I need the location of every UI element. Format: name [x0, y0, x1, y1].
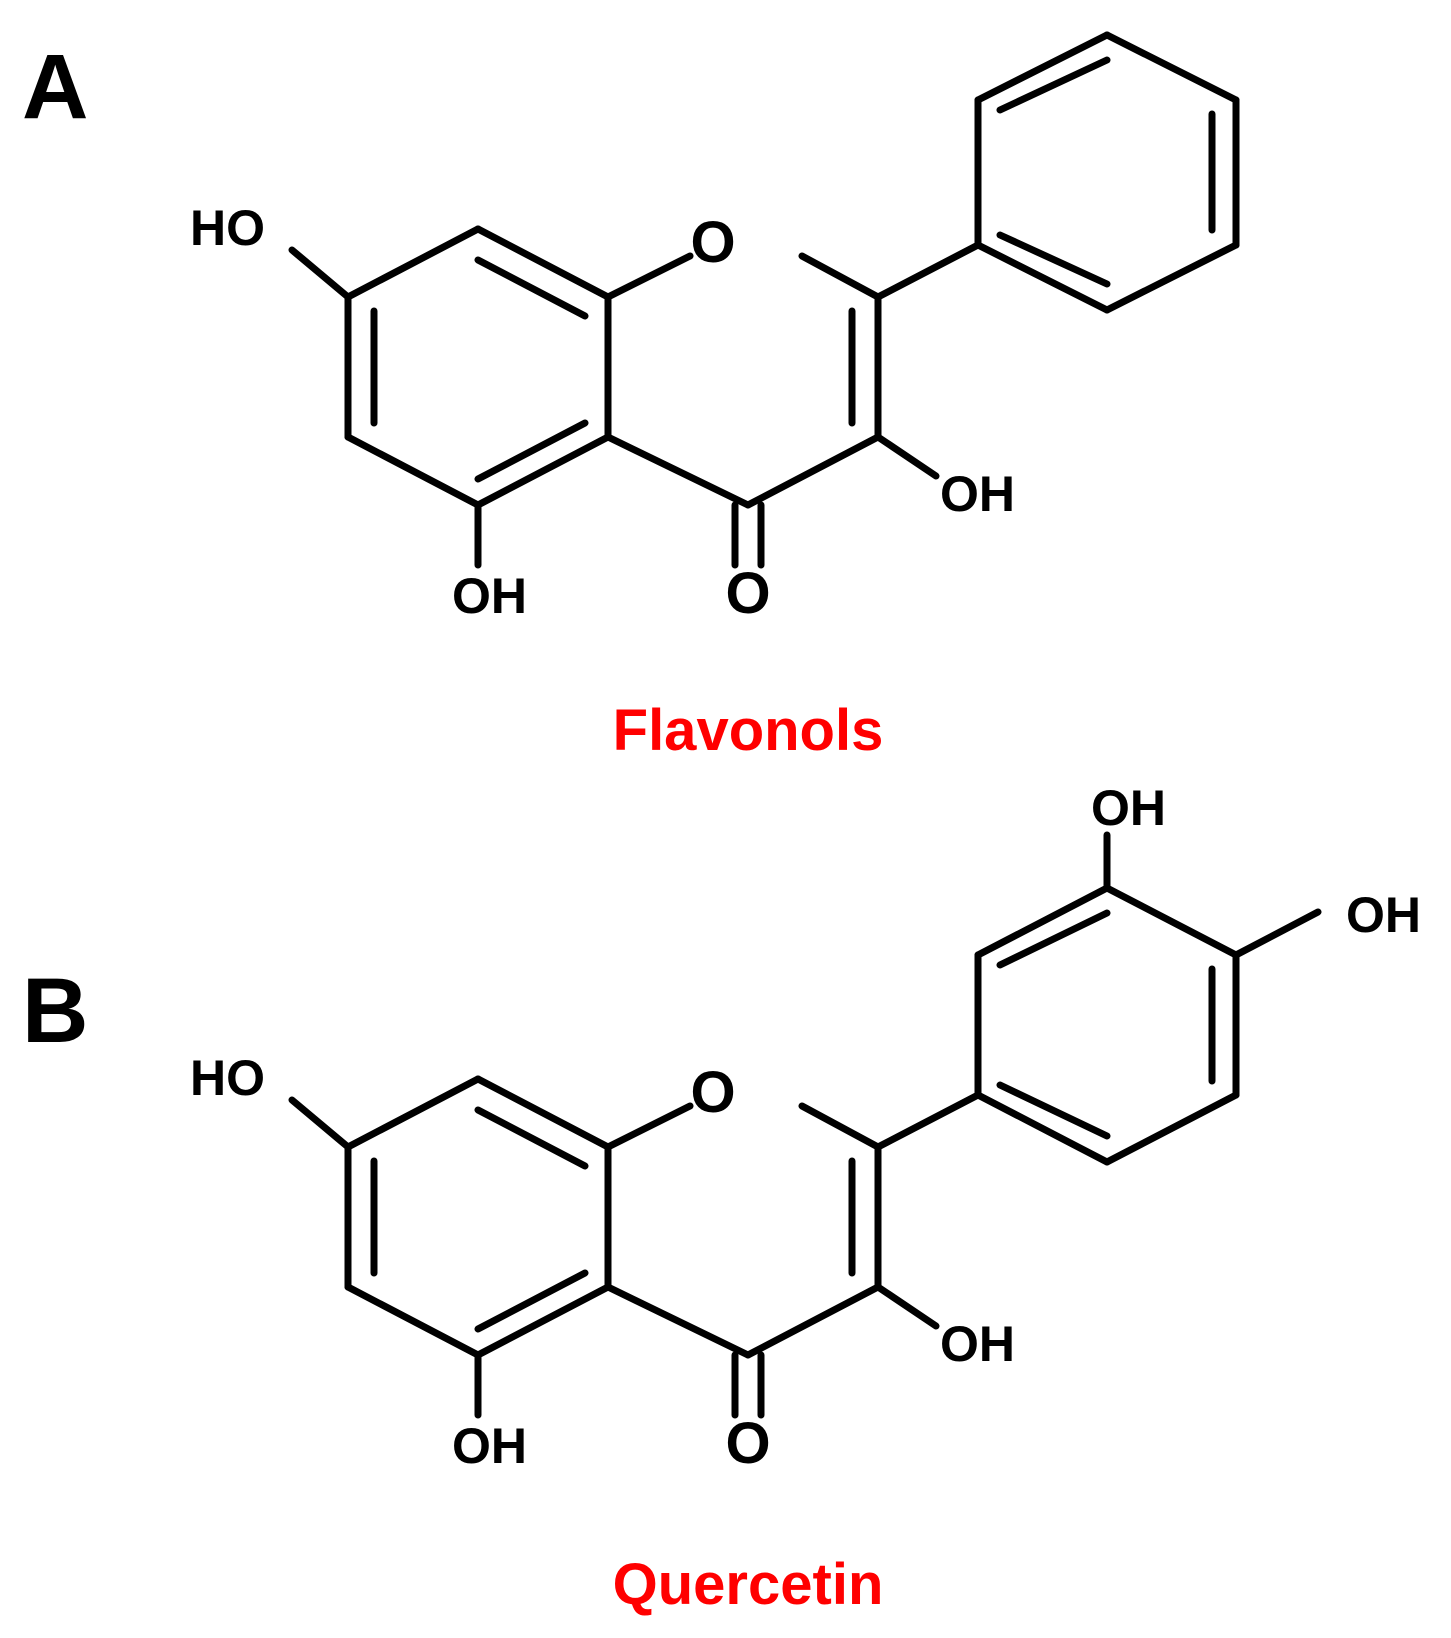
quercetin-structure — [288, 831, 1322, 1419]
carbonyl-oxygen-label: O — [725, 1411, 770, 1476]
ring-oxygen-label: O — [690, 1060, 735, 1125]
flavonol-structure — [288, 31, 1240, 569]
hydroxyl-7-label: HO — [190, 1050, 265, 1106]
hydroxyl-3prime-label: OH — [1091, 780, 1166, 836]
hydroxyl-5-label: OH — [452, 1418, 527, 1474]
panel-a-letter: A — [22, 36, 88, 138]
hydroxyl-3-label: OH — [940, 1316, 1015, 1372]
compound-name-flavonols: Flavonols — [613, 698, 884, 763]
compound-name-quercetin: Quercetin — [613, 1552, 884, 1617]
panel-b: B — [22, 780, 1421, 1617]
hydroxyl-5-label: OH — [452, 568, 527, 624]
hydroxyl-3-label: OH — [940, 466, 1015, 522]
panel-b-letter: B — [22, 960, 88, 1062]
hydroxyl-4prime-label: OH — [1346, 887, 1421, 943]
ring-oxygen-label: O — [690, 210, 735, 275]
carbonyl-oxygen-label: O — [725, 561, 770, 626]
panel-a: A — [22, 31, 1240, 763]
hydroxyl-7-label: HO — [190, 200, 265, 256]
